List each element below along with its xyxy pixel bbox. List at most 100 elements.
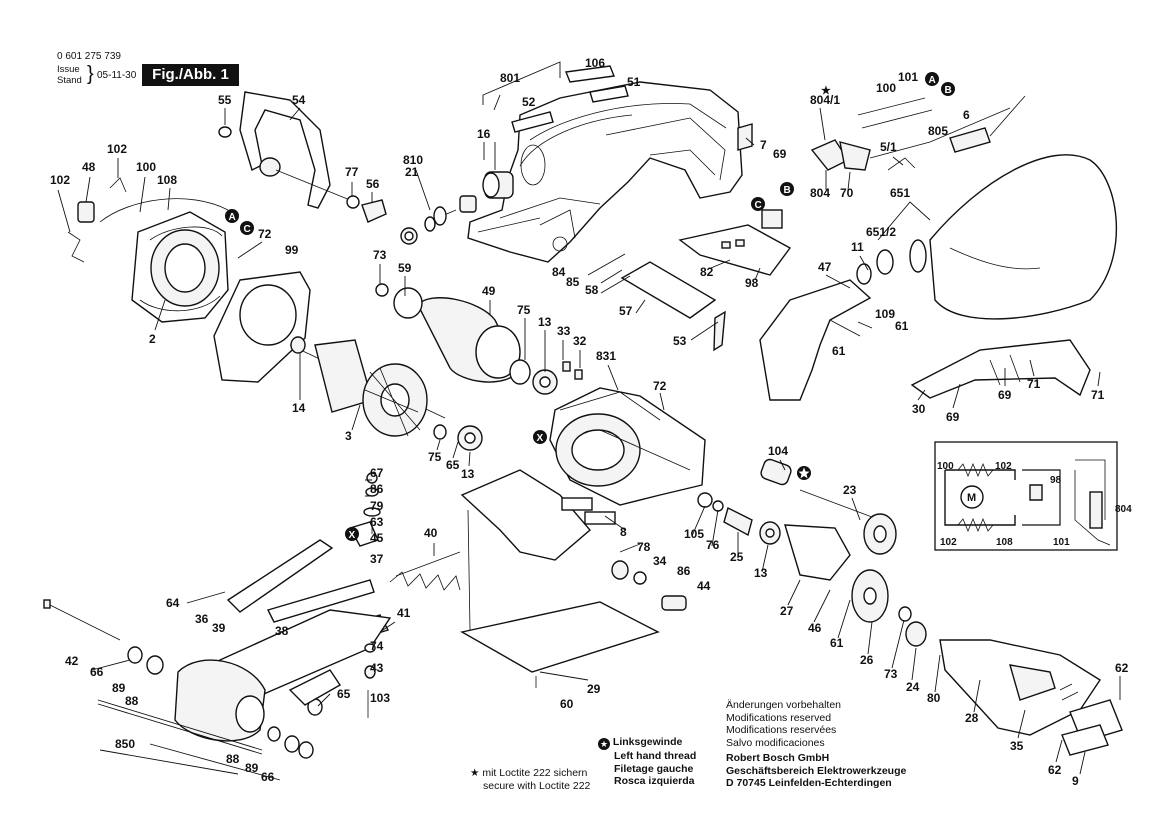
callout: 73 — [884, 667, 898, 681]
svg-text:C: C — [755, 200, 762, 211]
callout: 11 — [851, 240, 864, 254]
callout: 74 — [370, 639, 384, 653]
label-plate-51 — [589, 85, 629, 103]
callout: 30 — [912, 402, 926, 416]
callout: 108 — [996, 537, 1013, 548]
callout: 49 — [482, 284, 496, 298]
callout: 72 — [653, 379, 667, 393]
callout: 45 — [370, 531, 384, 545]
callout: 3 — [345, 429, 352, 443]
callout: 106 — [585, 56, 605, 70]
callout: 40 — [424, 526, 438, 540]
bearing-stack — [400, 171, 514, 245]
callout: 77 — [345, 165, 359, 179]
callout: 804/1 — [810, 93, 840, 107]
leader-lines — [57, 61, 1121, 781]
field-coil — [67, 177, 229, 323]
callout: 78 — [637, 540, 651, 554]
company-line-3: D 70745 Leinfelden-Echterdingen — [726, 777, 892, 789]
badge-b-mid: B — [780, 182, 794, 196]
callout: 7 — [760, 138, 767, 152]
badge-c-mid: C — [751, 197, 765, 211]
loctite-line-1: mit Loctite 222 sichern — [482, 767, 588, 779]
badge-b-top: B — [941, 82, 955, 96]
callout: 80 — [927, 691, 941, 705]
callout: 108 — [157, 173, 177, 187]
callout: 79 — [370, 499, 384, 513]
callout: 66 — [90, 665, 104, 679]
callout: 72 — [258, 227, 272, 241]
callout: 651 — [890, 186, 910, 200]
callout: 62 — [1048, 763, 1062, 777]
badge-c-left: C — [240, 221, 254, 235]
callout: 28 — [965, 711, 979, 725]
callout: 2 — [149, 332, 156, 346]
motor-symbol-label: M — [967, 492, 976, 504]
callout: 60 — [560, 697, 574, 711]
callout: 85 — [566, 275, 580, 289]
side-bracket-30 — [910, 339, 1091, 399]
thread-line-3: Filetage gauche — [614, 762, 694, 775]
label-plate-52 — [511, 111, 554, 133]
callout: 43 — [370, 661, 384, 675]
callout: 23 — [843, 483, 857, 497]
svg-text:C: C — [244, 224, 251, 235]
callout: 6 — [963, 108, 970, 122]
callout: 16 — [477, 127, 491, 141]
svg-text:B: B — [784, 185, 791, 196]
callout: 61 — [832, 344, 846, 358]
callout: 98 — [1050, 475, 1062, 486]
svg-text:A: A — [229, 212, 236, 223]
callout: 63 — [370, 515, 384, 529]
callout: 82 — [700, 265, 714, 279]
callout: 41 — [397, 606, 411, 620]
svg-text:X: X — [349, 530, 356, 541]
badge-a-left: A — [225, 209, 239, 223]
callout: 61 — [830, 636, 844, 650]
callout: 54 — [292, 93, 306, 107]
callout: 103 — [370, 691, 390, 705]
callout: 65 — [446, 458, 460, 472]
callout: 104 — [768, 444, 788, 458]
callout: 831 — [596, 349, 616, 363]
callout: 75 — [517, 303, 531, 317]
badge-a-top: A — [925, 72, 939, 86]
svg-text:B: B — [945, 85, 952, 96]
callout: 109 — [875, 307, 895, 321]
roller-850 — [43, 599, 341, 759]
callout: 13 — [461, 467, 475, 481]
company-line-1: Robert Bosch GmbH — [726, 752, 830, 764]
thread-line-1: Linksgewinde — [612, 736, 683, 748]
callout: 64 — [166, 596, 180, 610]
svg-text:A: A — [929, 75, 936, 86]
company-line-2: Geschäftsbereich Elektrowerkzeuge — [726, 764, 907, 777]
drive-shaft — [697, 458, 927, 647]
callout: 35 — [1010, 739, 1024, 753]
left-thread-icon: ★ — [598, 738, 610, 750]
belt-cover-35 — [939, 639, 1123, 756]
callout: 51 — [627, 75, 641, 89]
figure-label: Fig./Abb. 1 — [142, 64, 239, 86]
callout: 102 — [995, 461, 1012, 472]
callout: 34 — [653, 554, 667, 568]
callout: 13 — [754, 566, 768, 580]
callout: 70 — [840, 186, 854, 200]
issue-date: 05-11-30 — [97, 70, 137, 81]
callout: 57 — [619, 304, 633, 318]
switch-assembly — [737, 95, 1026, 171]
callout: 86 — [677, 564, 691, 578]
callout: 13 — [538, 315, 552, 329]
callout: 59 — [398, 261, 412, 275]
callout: 69 — [998, 388, 1012, 402]
issue-label: Issue — [57, 64, 80, 75]
changes-line-2: Modifications reserved — [726, 711, 832, 724]
changes-line-3: Modifications reservées — [726, 724, 837, 736]
spring-40 — [389, 551, 461, 591]
callout: 42 — [65, 654, 79, 668]
callout: 84 — [552, 265, 566, 279]
dust-bag — [759, 154, 1117, 401]
badge-x-left: X — [345, 527, 359, 541]
brush-holder-99 — [213, 271, 311, 383]
callout: 39 — [212, 621, 226, 635]
callout: 100 — [876, 81, 896, 95]
